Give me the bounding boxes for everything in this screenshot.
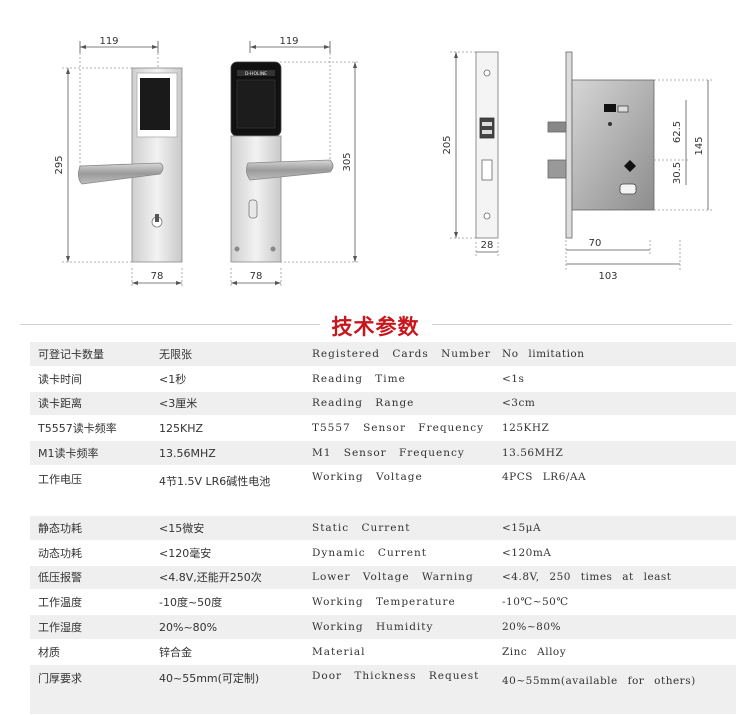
brand-logo-text: D-HOLINE	[245, 71, 267, 77]
table-row: M1读卡频率 13.56MHZ M1 Sensor Frequency 13.5…	[30, 440, 736, 466]
dim-30-5: 30.5	[672, 162, 683, 184]
table-row: 工作温度 -10度~50度 Working Temperature -10℃~5…	[30, 589, 736, 616]
en-label: Material	[304, 639, 494, 665]
dim-back-width: 119	[279, 36, 298, 47]
cn-label: T5557读卡频率	[30, 415, 151, 442]
title-rule-right	[432, 324, 732, 325]
en-label: Working Voltage	[304, 465, 494, 516]
en-label: Door Thickness Request	[304, 664, 494, 715]
en-label: Dynamic Current	[304, 540, 494, 566]
table-row: T5557读卡频率 125KHZ T5557 Sensor Frequency …	[30, 415, 736, 442]
cn-label: 材质	[30, 639, 151, 665]
table-row: 可登记卡数量 无限张 Registered Cards Number No li…	[30, 342, 736, 367]
en-value: 20%~80%	[494, 614, 736, 640]
lock-technical-drawings: 119 119 295 305 78 78 205 28 70 103 62.5…	[54, 36, 712, 288]
dim-62-5: 62.5	[672, 121, 683, 143]
table-row: 读卡时间 <1秒 Reading Time <1s	[30, 366, 736, 392]
cn-label: 读卡时间	[30, 366, 151, 392]
en-label: Working Temperature	[304, 589, 494, 616]
cn-label: 工作湿度	[30, 614, 151, 640]
section-header: 技术参数	[0, 308, 751, 340]
dim-case-width: 103	[598, 271, 617, 282]
cn-value: 锌合金	[151, 639, 304, 665]
cn-value: 20%~80%	[151, 614, 304, 640]
en-label: Working Humidity	[304, 614, 494, 640]
dim-front-width: 119	[99, 36, 118, 47]
table-row: 工作电压 4节1.5V LR6碱性电池 Working Voltage 4PCS…	[30, 465, 736, 516]
mortise-faceplate	[450, 51, 499, 258]
cn-label: M1读卡频率	[30, 440, 151, 466]
en-label: Reading Range	[304, 391, 494, 417]
table-row: 读卡距离 <3厘米 Reading Range <3cm	[30, 391, 736, 417]
en-value: 125KHZ	[494, 415, 736, 442]
dim-bottom-width-back: 78	[250, 271, 263, 282]
en-value: 4PCS LR6/AA	[494, 465, 736, 516]
cn-label: 可登记卡数量	[30, 342, 151, 367]
dim-height-left: 295	[54, 155, 65, 174]
section-title: 技术参数	[331, 315, 420, 339]
mortise-case	[547, 51, 712, 270]
en-value: 13.56MHZ	[494, 440, 736, 466]
cn-value: 4节1.5V LR6碱性电池	[151, 465, 304, 516]
en-value: Zinc Alloy	[494, 639, 736, 665]
table-row: 门厚要求 40~55mm(可定制) Door Thickness Request…	[30, 664, 736, 715]
dim-backset: 70	[589, 238, 602, 249]
dim-height-right: 305	[342, 152, 353, 171]
cn-label: 门厚要求	[30, 664, 151, 715]
dim-bottom-width-front: 78	[151, 271, 164, 282]
en-label: M1 Sensor Frequency	[304, 440, 494, 466]
en-value: No limitation	[494, 342, 736, 367]
front-view-lock	[62, 41, 183, 288]
cn-value: <120毫安	[151, 540, 304, 566]
cn-value: 13.56MHZ	[151, 440, 304, 466]
table-row: 静态功耗 <15微安 Static Current <15μA	[30, 515, 736, 541]
en-label: T5557 Sensor Frequency	[304, 415, 494, 442]
en-value: -10℃~50℃	[494, 589, 736, 616]
dim-mortise-height: 205	[442, 135, 453, 154]
table-row: 动态功耗 <120毫安 Dynamic Current <120mA	[30, 540, 736, 566]
cn-label: 工作电压	[30, 465, 151, 516]
en-value: <15μA	[494, 515, 736, 541]
cn-value: -10度~50度	[151, 589, 304, 616]
back-view-lock	[230, 41, 360, 288]
table-row: 材质 锌合金 Material Zinc Alloy	[30, 639, 736, 665]
dim-faceplate-width: 28	[481, 240, 494, 251]
en-value: 40~55mm(available for others)	[494, 664, 736, 715]
en-label: Static Current	[304, 515, 494, 541]
cn-label: 静态功耗	[30, 515, 151, 541]
cn-label: 读卡距离	[30, 391, 151, 417]
table-row: 低压报警 <4.8V,还能开250次 Lower Voltage Warning…	[30, 565, 736, 591]
cn-label: 动态功耗	[30, 540, 151, 566]
en-label: Lower Voltage Warning	[304, 565, 494, 591]
cn-value: <4.8V,还能开250次	[151, 565, 304, 591]
cn-value: 无限张	[151, 342, 304, 367]
cn-value: <3厘米	[151, 391, 304, 417]
title-rule-left	[20, 324, 320, 325]
cn-label: 低压报警	[30, 565, 151, 591]
en-label: Reading Time	[304, 366, 494, 392]
cn-value: <15微安	[151, 515, 304, 541]
en-value: <4.8V, 250 times at least	[494, 565, 736, 591]
spec-table: 可登记卡数量 无限张 Registered Cards Number No li…	[30, 342, 736, 715]
en-label: Registered Cards Number	[304, 342, 494, 367]
cn-value: 125KHZ	[151, 415, 304, 442]
en-value: <1s	[494, 366, 736, 392]
cn-label: 工作温度	[30, 589, 151, 616]
en-value: <3cm	[494, 391, 736, 417]
cn-value: 40~55mm(可定制)	[151, 664, 304, 715]
en-value: <120mA	[494, 540, 736, 566]
cn-value: <1秒	[151, 366, 304, 392]
dim-145: 145	[694, 136, 705, 155]
table-row: 工作湿度 20%~80% Working Humidity 20%~80%	[30, 614, 736, 640]
